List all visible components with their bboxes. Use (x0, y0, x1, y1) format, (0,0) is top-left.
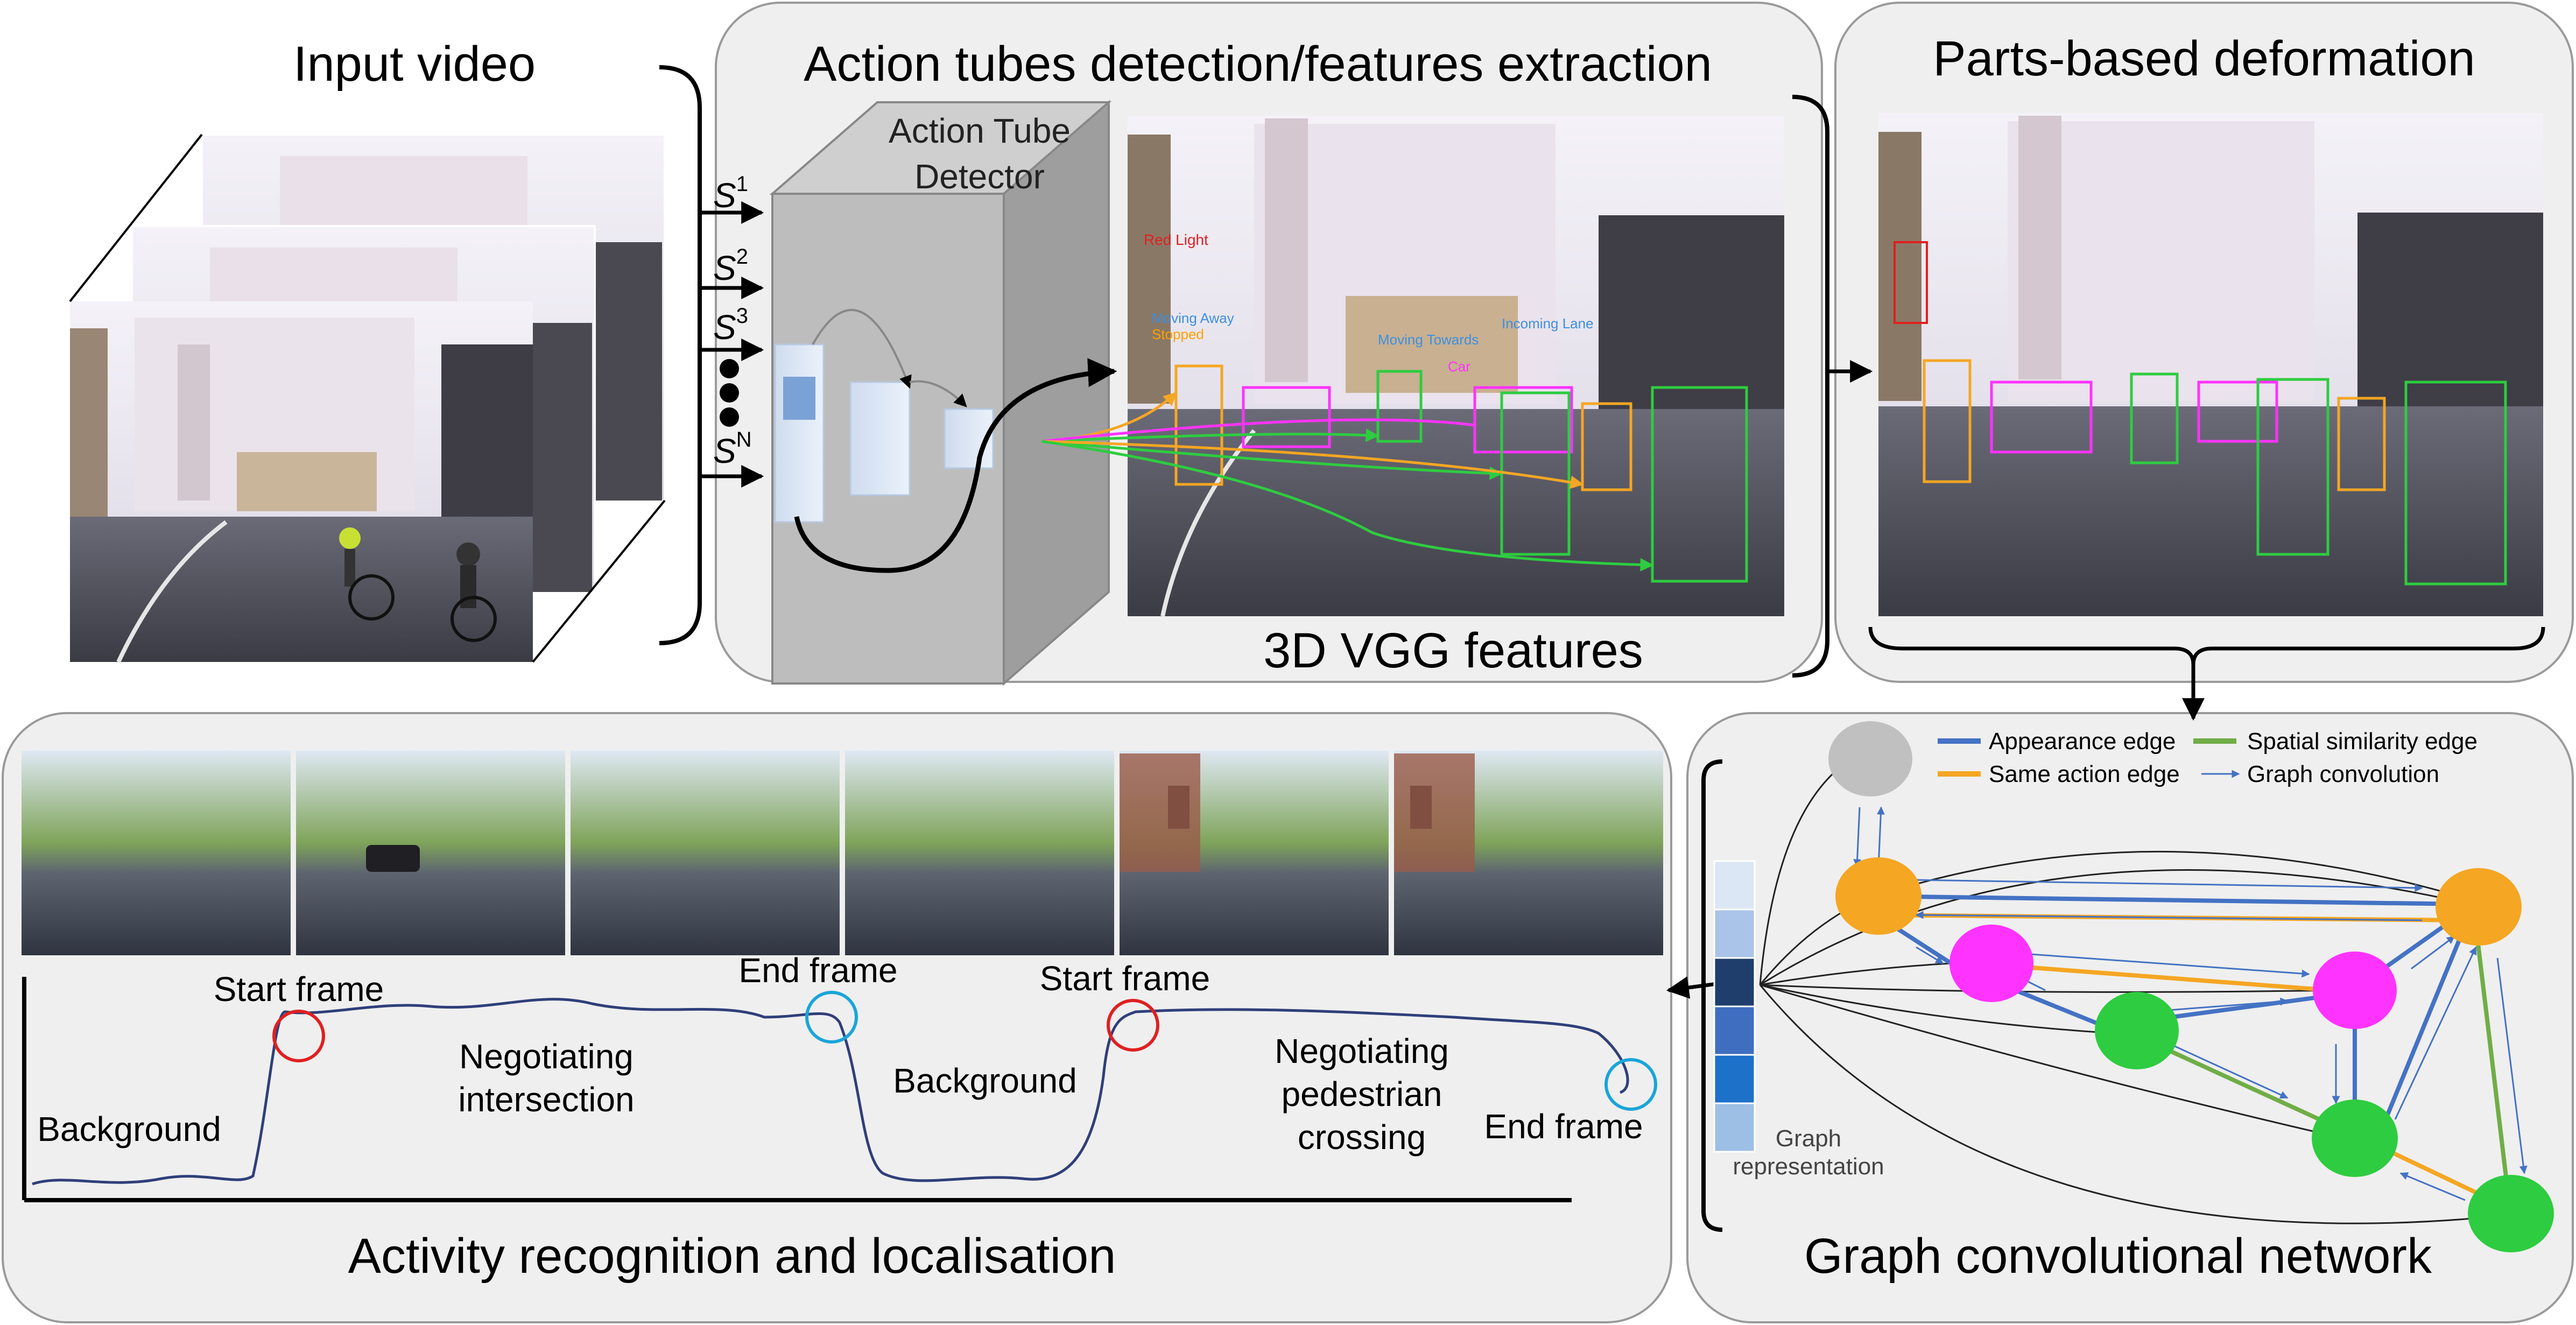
input-video-title: Input video (293, 37, 536, 91)
input-bracket (659, 65, 702, 645)
end-frame-label-2: End frame (1484, 1107, 1643, 1146)
detection-bracket (1792, 95, 1829, 678)
car-label: Car (1448, 358, 1470, 375)
end-frame-label-1: End frame (738, 951, 897, 990)
red-light-label: Red Light (1144, 231, 1208, 248)
ellipsis-dot (720, 407, 739, 427)
scene-text-labels: Red Light Moving Away Stopped Incoming L… (1144, 231, 1594, 375)
legend-spatial: Spatial similarity edge (2247, 728, 2478, 755)
stream-labels: S1 S2 S3 SN (713, 172, 752, 470)
graph-node-green-1 (2095, 992, 2179, 1069)
legend-graph-conv: Graph convolution (2247, 761, 2439, 787)
detection-frame (1128, 116, 1784, 617)
graph-thin-connections (1759, 758, 2498, 1224)
detector-output-arrow (794, 358, 1117, 573)
moving-away-label: Moving Away (1152, 310, 1234, 326)
stream-label-3: S3 (713, 304, 748, 347)
detector-label-2: Detector (914, 157, 1045, 196)
incoming-lane-label: Incoming Lane (1502, 315, 1594, 332)
end-frame-circle-2 (1604, 1058, 1657, 1111)
activity-axes (22, 977, 1572, 1202)
feature-arrows (1041, 392, 1654, 572)
stream-label-1: S1 (713, 172, 748, 215)
gcn-legend: Appearance edge Spatial similarity edge … (1938, 728, 2478, 787)
activity-title: Activity recognition and localisation (348, 1229, 1116, 1284)
graph-node-orange-1 (1835, 857, 1922, 935)
video-frame-front (70, 301, 533, 663)
start-frame-label-2: Start frame (1040, 959, 1210, 998)
start-frame-circle-2 (1107, 999, 1159, 1052)
start-frame-label-1: Start frame (214, 970, 384, 1009)
graph-nodes (1828, 721, 2554, 1252)
activity-frames-strip (22, 751, 1663, 955)
legend-appearance: Appearance edge (1989, 728, 2176, 755)
background-label-1: Background (37, 1110, 221, 1148)
legend-same-action: Same action edge (1989, 761, 2180, 787)
graph-convolution-arrows (1853, 806, 2528, 1201)
ellipsis-dot (720, 359, 739, 378)
start-frame-circle-1 (272, 1010, 325, 1062)
stopped-label: Stopped (1152, 326, 1204, 342)
parts-title: Parts-based deformation (1933, 31, 2475, 86)
stream-label-2: S2 (713, 245, 748, 287)
graph-node-orange-2 (2436, 868, 2522, 946)
graph-node-green-3 (2468, 1175, 2554, 1252)
input-video-frames (69, 133, 666, 663)
stream-label-n: SN (713, 428, 752, 470)
graph-node-magenta-2 (2313, 952, 2397, 1029)
ellipsis-dot (720, 383, 739, 403)
moving-towards-label: Moving Towards (1378, 332, 1479, 348)
end-frame-circle-1 (805, 991, 858, 1044)
graph-node-magenta-1 (1949, 925, 2033, 1002)
graph-node-gray (1828, 721, 1912, 797)
gcn-bracket (1701, 759, 1723, 1232)
stream-arrows (700, 201, 764, 488)
parts-frame (1878, 113, 2543, 616)
graph-representation-vector (1713, 860, 1756, 1153)
vgg-features-label: 3D VGG features (1263, 623, 1643, 678)
graph-node-green-2 (2312, 1100, 2398, 1177)
detection-title: Action tubes detection/features extracti… (804, 37, 1712, 91)
detector-label-1: Action Tube (889, 111, 1071, 150)
gcn-title: Graph convolutional network (1804, 1229, 2432, 1284)
part-boxes (1894, 241, 2507, 586)
background-label-2: Background (893, 1061, 1077, 1100)
